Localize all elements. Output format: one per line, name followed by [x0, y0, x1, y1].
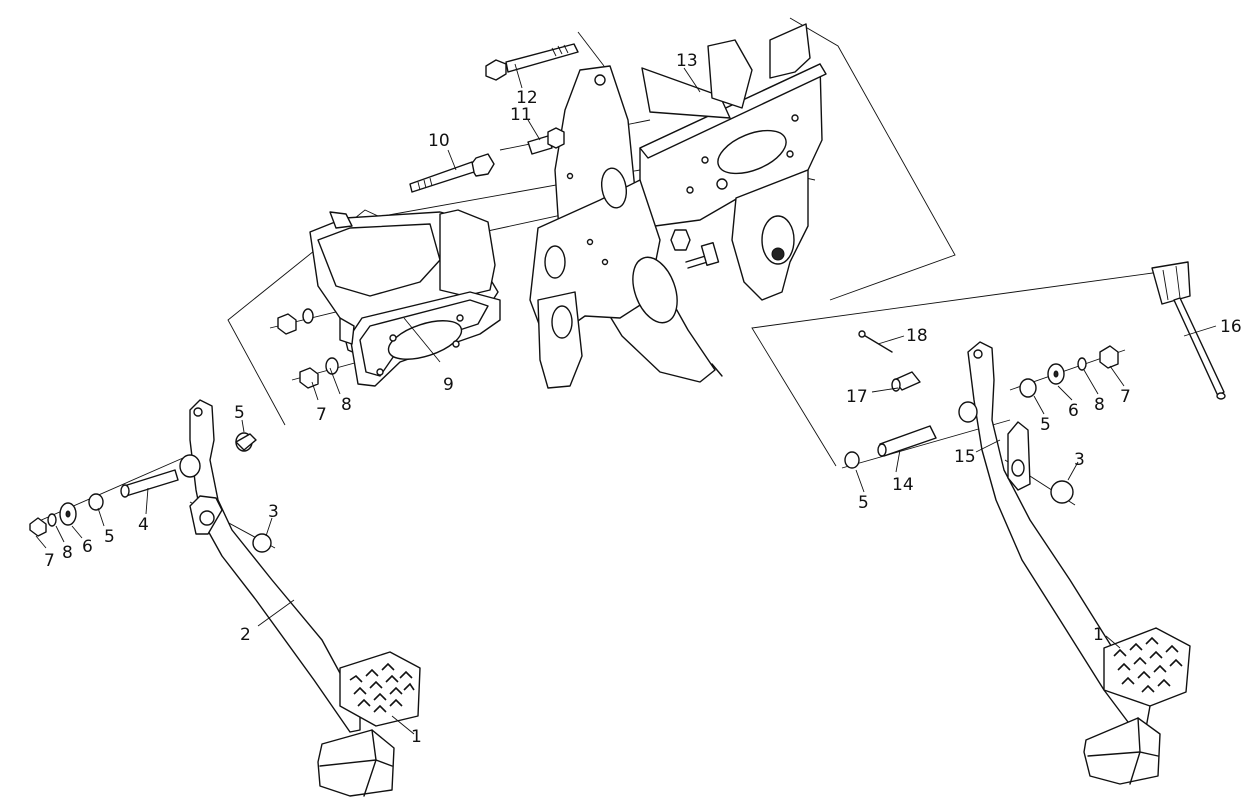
- leader-lines: [35, 63, 1217, 735]
- callout-10: 10: [428, 131, 450, 151]
- callout-17: 17: [846, 387, 868, 407]
- callout-14: 14: [892, 475, 914, 495]
- callout-6-left: 6: [82, 537, 93, 557]
- callout-18: 18: [906, 326, 928, 346]
- callout-11: 11: [510, 105, 532, 125]
- left-pedal-box-9: [309, 209, 501, 387]
- callout-7-left-top: 7: [316, 405, 327, 425]
- right-pedal-15: [958, 341, 1191, 785]
- callout-7-right: 7: [1120, 387, 1131, 407]
- callout-15: 15: [954, 447, 976, 467]
- callout-8-right: 8: [1094, 395, 1105, 415]
- callout-2: 2: [240, 625, 251, 645]
- callout-12: 12: [516, 88, 538, 108]
- callout-7-left: 7: [44, 551, 55, 571]
- main-bracket-13: [529, 23, 827, 389]
- callout-6-right: 6: [1068, 401, 1079, 421]
- callout-5-left-top: 5: [234, 403, 245, 423]
- callout-16: 16: [1220, 317, 1242, 337]
- callout-5-right: 5: [858, 493, 869, 513]
- callout-8-left: 8: [62, 543, 73, 563]
- hardware: [29, 43, 1226, 553]
- callout-1-right: 1: [1093, 625, 1104, 645]
- callout-8-left-top: 8: [341, 395, 352, 415]
- callout-3-left: 3: [268, 502, 279, 522]
- callout-4: 4: [138, 515, 149, 535]
- callout-9: 9: [443, 375, 454, 395]
- callout-1-left: 1: [411, 727, 422, 747]
- callout-13: 13: [676, 51, 698, 71]
- callout-3-right: 3: [1074, 450, 1085, 470]
- callout-5-left: 5: [104, 527, 115, 547]
- callout-labels: 12 11 13 10 9 7 8 5 4 5 6 8 7 3 2 1 1 18…: [44, 51, 1242, 747]
- callout-5-right-top: 5: [1040, 415, 1051, 435]
- left-pad-hatch: [349, 662, 415, 713]
- right-pad-hatch: [1113, 636, 1183, 693]
- left-pedal-2: [179, 399, 421, 797]
